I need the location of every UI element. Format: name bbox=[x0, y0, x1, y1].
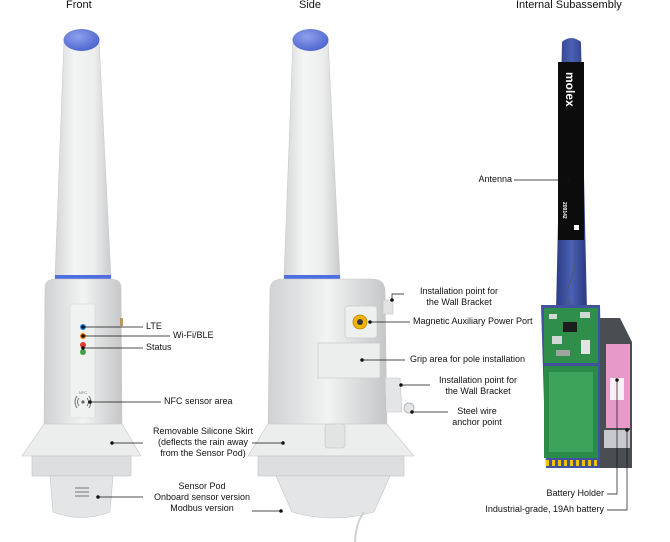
label-skirt-line-3: from the Sensor Pod) bbox=[160, 448, 246, 458]
leader-lines bbox=[81, 178, 629, 513]
front-device: NFC bbox=[21, 29, 142, 518]
label-skirt-line-1: Removable Silicone Skirt bbox=[152, 426, 254, 436]
label-antenna: Antenna bbox=[478, 174, 512, 184]
label-nfc-sensor-area: NFC sensor area bbox=[164, 396, 233, 406]
label-install-top-line-2: the Wall Bracket bbox=[426, 297, 492, 307]
label-lte: LTE bbox=[146, 321, 162, 331]
label-sensor-pod: Sensor Pod Onboard sensor version Modbus… bbox=[140, 481, 264, 514]
pcb-lower-panel bbox=[549, 372, 593, 452]
label-install-bottom: Installation point for the Wall Bracket bbox=[424, 375, 532, 397]
front-sensor-pod bbox=[49, 475, 114, 518]
part-number-text: 209142 bbox=[561, 202, 567, 219]
label-skirt-line-2: (deflects the rain away bbox=[157, 437, 249, 447]
label-install-bottom-line-2: the Wall Bracket bbox=[445, 386, 511, 396]
aux-port-center bbox=[357, 319, 363, 325]
label-pod-line-2: Onboard sensor version bbox=[153, 492, 251, 502]
label-mark bbox=[574, 225, 579, 230]
front-indicator-panel bbox=[69, 303, 96, 419]
side-skirt-base bbox=[257, 455, 405, 477]
label-grip-area: Grip area for pole installation bbox=[410, 354, 526, 364]
wall-bracket-top-mount bbox=[382, 299, 394, 315]
pcb-components bbox=[549, 312, 590, 356]
side-antenna-body bbox=[283, 39, 341, 279]
side-antenna-cap bbox=[292, 29, 329, 51]
side-blue-band bbox=[284, 275, 340, 279]
side-sensor-pod bbox=[275, 475, 391, 519]
front-antenna-body bbox=[54, 39, 112, 279]
nfc-mark-text: NFC bbox=[79, 390, 87, 395]
side-skirt-tab bbox=[324, 423, 346, 449]
antenna-wire bbox=[566, 239, 578, 313]
label-status: Status bbox=[146, 342, 172, 352]
led-status-green-icon bbox=[80, 349, 86, 355]
label-install-bottom-line-1: Installation point for bbox=[438, 375, 518, 385]
connector-pins bbox=[546, 460, 597, 466]
label-magnetic-aux-port: Magnetic Auxiliary Power Port bbox=[413, 316, 533, 326]
antenna-label-sticker bbox=[558, 62, 584, 240]
label-steel-line-2: anchor point bbox=[452, 417, 502, 427]
side-device bbox=[247, 29, 415, 542]
front-antenna-cap bbox=[63, 29, 100, 51]
label-pod-line-1: Sensor Pod bbox=[178, 481, 226, 491]
header-side: Side bbox=[299, 0, 322, 11]
wall-bracket-bottom-mount bbox=[384, 377, 403, 413]
sensor-vent-icon bbox=[75, 487, 89, 497]
modbus-cable bbox=[354, 511, 365, 542]
internal-device: molex 209142 bbox=[541, 38, 632, 468]
label-battery-holder: Battery Holder bbox=[546, 488, 604, 498]
brand-logo-text: molex bbox=[563, 72, 577, 107]
front-blue-band bbox=[55, 275, 111, 279]
label-removable-skirt: Removable Silicone Skirt (deflects the r… bbox=[142, 426, 264, 459]
label-steel-line-1: Steel wire bbox=[457, 406, 497, 416]
nfc-icon bbox=[74, 395, 92, 409]
front-skirt-base bbox=[31, 455, 132, 477]
grip-area bbox=[317, 342, 381, 379]
label-install-top-line-1: Installation point for bbox=[419, 286, 499, 296]
label-pod-line-3: Modbus version bbox=[170, 503, 234, 513]
header-internal: Internal Subassembly bbox=[516, 0, 622, 11]
label-steel-wire: Steel wire anchor point bbox=[447, 406, 507, 428]
label-install-top: Installation point for the Wall Bracket bbox=[405, 286, 513, 308]
front-side-notch bbox=[120, 318, 123, 326]
label-wifi-ble: Wi-Fi/BLE bbox=[173, 330, 214, 340]
led-status-red-icon bbox=[80, 342, 86, 348]
label-battery: Industrial-grade, 19Ah battery bbox=[485, 504, 604, 514]
header-front: Front bbox=[66, 0, 92, 11]
front-skirt bbox=[21, 423, 142, 457]
